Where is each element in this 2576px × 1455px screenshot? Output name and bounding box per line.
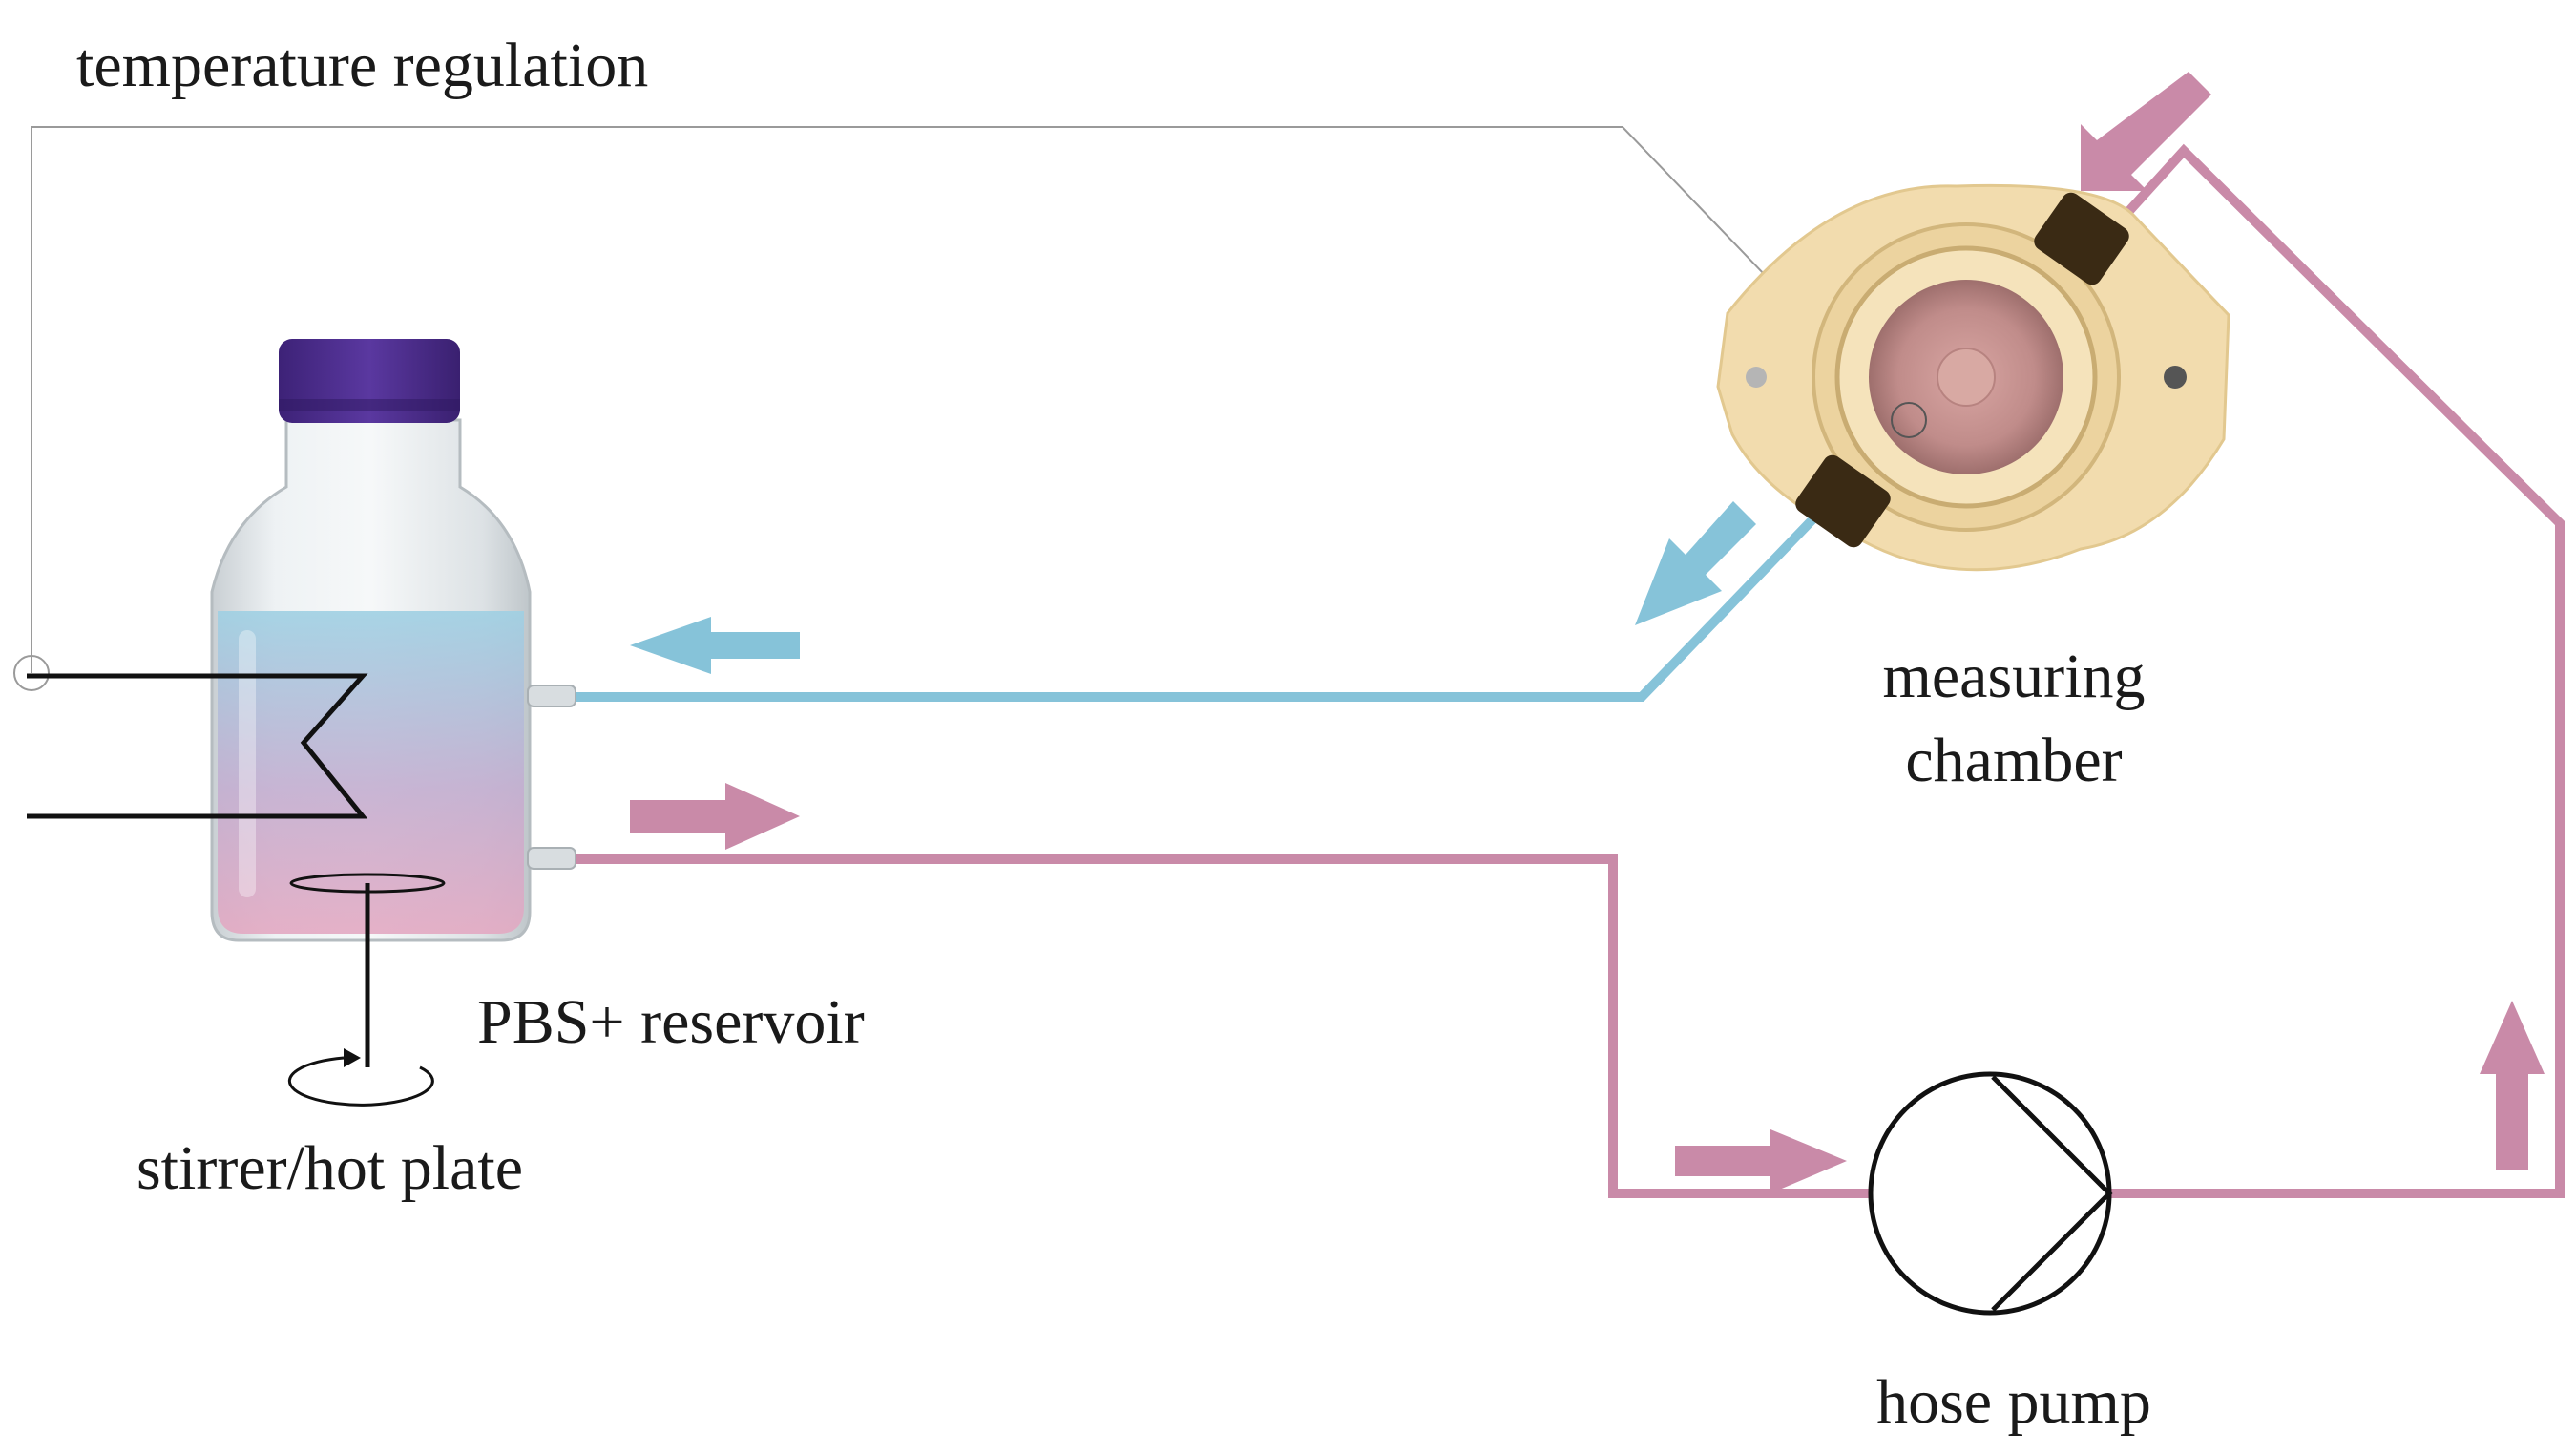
heating-coil-icon: [27, 673, 368, 819]
return-tube: [573, 480, 1851, 702]
chamber-outlet-port: [1795, 454, 1891, 548]
arrow-down-left-icon: [2081, 72, 2211, 191]
supply-tube: [573, 854, 1871, 1198]
arrow-right-icon: [630, 783, 800, 850]
hose-pump-symbol: [1868, 1071, 2113, 1316]
reservoir-label: PBS+ reservoir: [477, 987, 865, 1057]
screw-hole: [2164, 366, 2187, 389]
inlet-port: [527, 847, 576, 870]
pump-outlet-tube: [2077, 143, 2565, 1198]
arrow-right-icon: [1675, 1129, 1847, 1193]
measuring-chamber: [1716, 183, 2230, 572]
chamber-inlet-port: [2034, 192, 2129, 285]
hose-pump-label: hose pump: [1876, 1367, 2151, 1437]
arrow-left-icon: [630, 617, 800, 674]
temperature-regulation-label: temperature regulation: [76, 31, 648, 100]
arrow-up-icon: [2480, 1001, 2545, 1170]
stirrer-label: stirrer/hot plate: [136, 1133, 523, 1203]
screw-hole: [1746, 367, 1767, 388]
measuring-chamber-label-line1: measuring: [1883, 642, 2146, 711]
control-line-endpoint: [13, 655, 50, 691]
outlet-port: [527, 685, 576, 707]
stirrer-icon: [287, 873, 446, 1107]
measuring-chamber-label-line2: chamber: [1905, 726, 2122, 795]
reservoir-bottle: [210, 339, 576, 942]
arrow-down-left-icon: [1635, 501, 1756, 625]
